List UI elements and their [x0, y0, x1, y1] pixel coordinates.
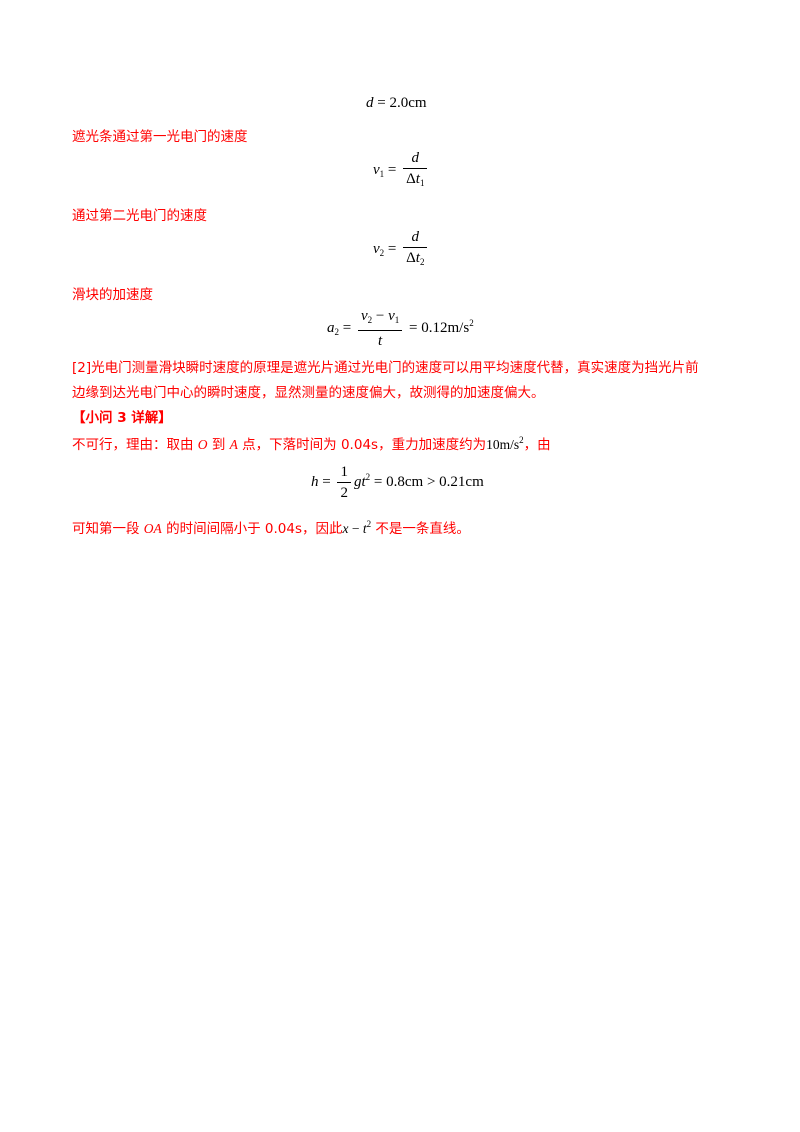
eq-v1-num: d: [403, 148, 428, 169]
eq-a2-var: a: [327, 319, 335, 336]
paragraph-3-minus: −: [348, 521, 363, 536]
paragraph-1-line-2: 边缘到达光电门中心的瞬时速度，显然测量的速度偏大，故测得的加速度偏大。: [72, 385, 545, 401]
text-line-3: 滑块的加速度: [72, 287, 153, 303]
eq-h-t-sup: 2: [365, 471, 371, 482]
eq-v1-fraction: d Δt1: [403, 148, 428, 193]
eq-v2-sub: 2: [379, 247, 385, 258]
eq-h-op: =: [322, 473, 331, 490]
paragraph-3-t-sup: 2: [366, 519, 372, 529]
eq-v1-var: v: [373, 161, 380, 178]
eq-a2-op2: =: [409, 319, 418, 336]
eq-v1-den-delta: Δ: [406, 171, 416, 187]
eq-v1-den-var: t: [415, 171, 420, 187]
eq-d-rhs: 2.0cm: [389, 95, 427, 111]
eq-h-gt: >: [426, 473, 436, 490]
eq-h-val2: 0.21cm: [439, 473, 484, 490]
paragraph-3-x: x: [342, 521, 349, 536]
eq-v2-den-var: t: [415, 250, 420, 266]
paragraph-2: 不可行，理由：取由 O 到 A 点，下落时间为 0.04s，重力加速度约为10m…: [72, 433, 551, 453]
paragraph-3: 可知第一段 OA 的时间间隔小于 0.04s，因此x − t2 不是一条直线。: [72, 517, 470, 537]
eq-a2-num-v1-sub: 1: [394, 315, 400, 325]
paragraph-2-part-d: ，由: [523, 437, 551, 453]
paragraph-2-accel-sup: 2: [519, 435, 524, 445]
text-line-2: 通过第二光电门的速度: [72, 208, 207, 224]
eq-v1-sub: 1: [379, 168, 385, 179]
paragraph-2-part-a: 不可行，理由：取由: [72, 437, 198, 453]
paragraph-3-t: t: [362, 521, 367, 536]
paragraph-2-accel: 10m/s: [486, 437, 520, 452]
paragraph-1-line-1: [2]光电门测量滑块瞬时速度的原理是遮光片通过光电门的速度可以用平均速度代替，真…: [72, 360, 699, 376]
eq-h-val1: 0.8cm: [386, 473, 424, 490]
paragraph-3-part-a: 可知第一段: [72, 521, 144, 537]
eq-a2-num-v1: v: [388, 308, 395, 324]
eq-v2-var: v: [373, 240, 380, 257]
eq-a2-op: =: [342, 319, 352, 336]
equation-v2: v2 = d Δt2: [373, 227, 430, 272]
eq-h-t: t: [361, 473, 366, 490]
paragraph-3-part-c: 不是一条直线。: [371, 521, 470, 537]
eq-a2-den: t: [378, 333, 383, 349]
paragraph-2-part-c: 点，下落时间为 0.04s，重力加速度约为: [237, 437, 487, 453]
eq-a2-fraction: v2 − v1 t: [357, 306, 403, 351]
eq-a2-minus: −: [375, 308, 385, 324]
eq-h-frac-den: 2: [340, 485, 348, 501]
eq-v1-den-sub: 1: [419, 178, 425, 188]
paragraph-3-part-b: 的时间间隔小于 0.04s，因此: [161, 521, 343, 537]
eq-v2-op: =: [387, 240, 397, 257]
section-heading-3: 【小问 3 详解】: [72, 410, 172, 426]
text-line-1: 遮光条通过第一光电门的速度: [72, 129, 248, 145]
eq-d-op: =: [377, 95, 386, 111]
eq-h-g: g: [353, 473, 362, 490]
eq-h-lhs: h: [311, 473, 319, 490]
eq-v1-op: =: [387, 161, 397, 178]
equation-h: h = 1 2 gt2 = 0.8cm > 0.21cm: [311, 462, 484, 503]
eq-h-frac-num: 1: [337, 462, 351, 483]
eq-v2-den-sub: 2: [419, 257, 425, 267]
paragraph-2-point-a: A: [229, 437, 238, 452]
eq-h-op2: =: [373, 473, 383, 490]
equation-d: d = 2.0cm: [366, 95, 427, 112]
eq-a2-value-sup: 2: [469, 317, 474, 328]
eq-v2-den-delta: Δ: [406, 250, 416, 266]
eq-h-fraction: 1 2: [337, 462, 351, 503]
eq-v2-num: d: [403, 227, 428, 248]
eq-a2-sub: 2: [334, 326, 340, 337]
eq-v2-fraction: d Δt2: [403, 227, 428, 272]
eq-a2-num-v2-sub: 2: [367, 315, 373, 325]
equation-v1: v1 = d Δt1: [373, 148, 430, 193]
eq-d-lhs: d: [366, 95, 374, 111]
paragraph-2-point-o: O: [197, 437, 208, 452]
eq-a2-value: 0.12m/s: [421, 319, 470, 336]
paragraph-3-oa: OA: [143, 521, 162, 536]
paragraph-2-part-b: 到: [207, 437, 230, 453]
equation-a2: a2 = v2 − v1 t = 0.12m/s2: [327, 306, 474, 351]
eq-a2-num-v2: v: [360, 308, 368, 324]
